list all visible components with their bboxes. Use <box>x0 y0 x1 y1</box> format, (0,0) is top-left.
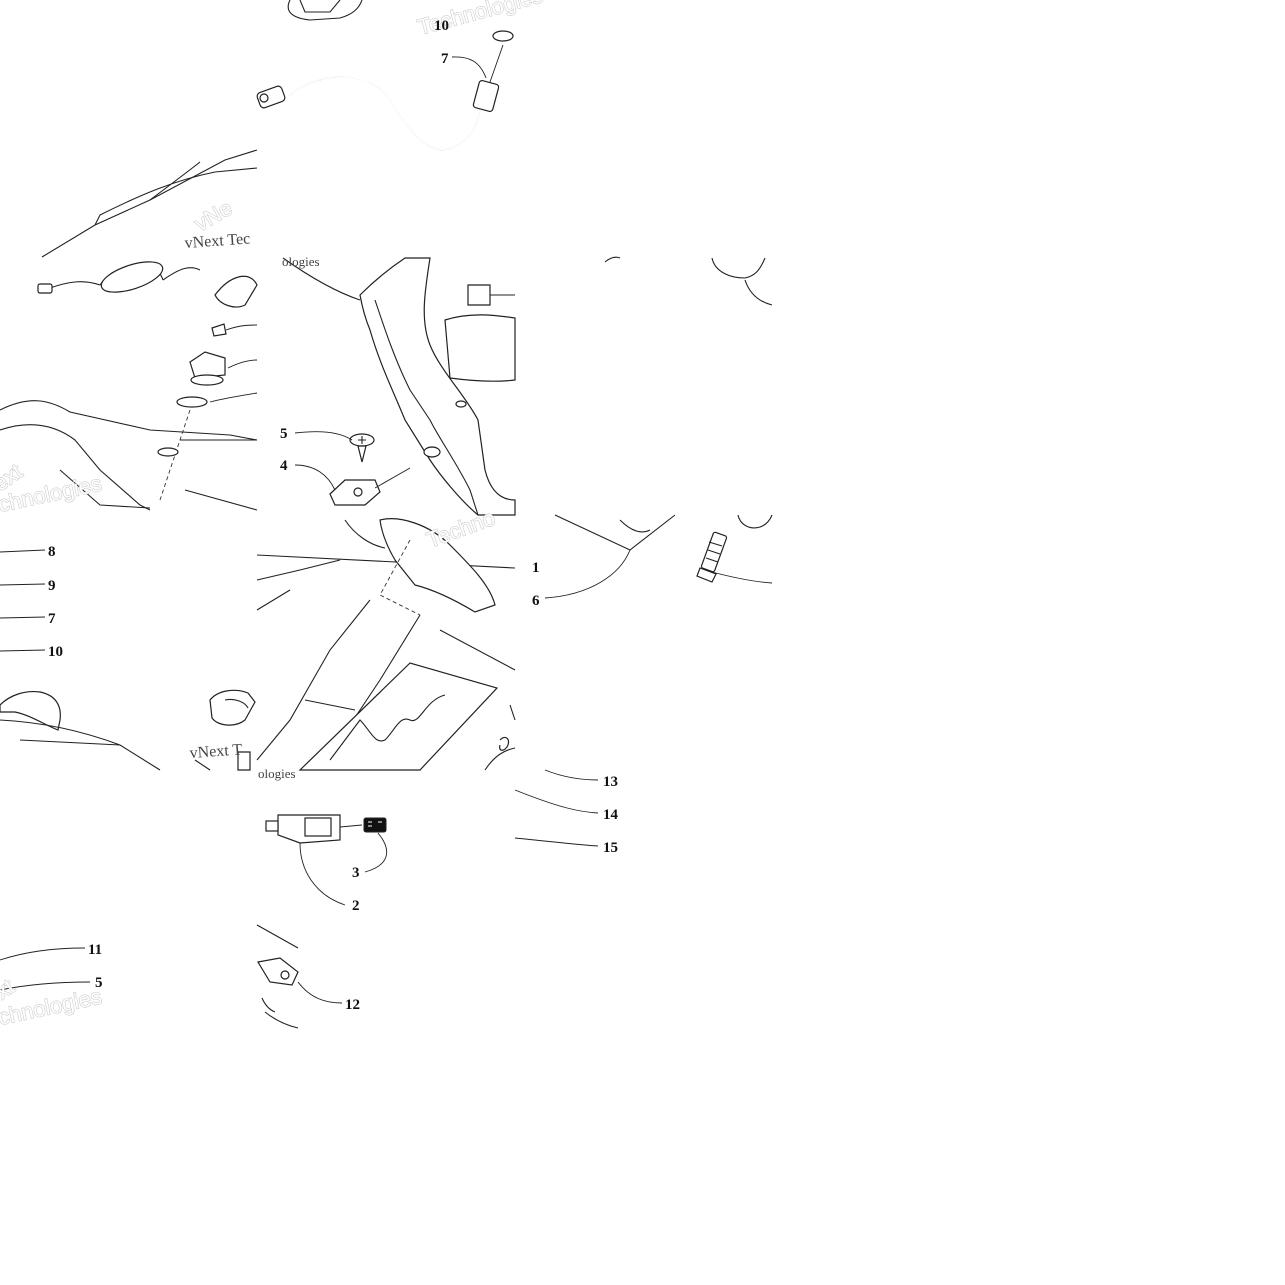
callout-7: 7 <box>48 611 56 627</box>
callout-10: 10 <box>48 644 63 660</box>
clip-4 <box>329 479 381 506</box>
callout-15: 15 <box>603 840 618 856</box>
coil-spring <box>37 261 201 294</box>
watermark: vNe <box>190 195 236 236</box>
tile-bottom <box>0 924 343 1029</box>
tile-right-bolt <box>544 514 773 599</box>
callout-12: 12 <box>345 997 360 1013</box>
callout-5: 5 <box>95 975 103 991</box>
callout-1: 1 <box>532 560 540 576</box>
tile-cable-assembly <box>256 0 514 151</box>
callout-5: 5 <box>280 426 288 442</box>
screw-5 <box>349 433 375 463</box>
callouts: 10 7 5 4 8 9 7 10 1 6 13 14 15 3 2 11 5 … <box>48 18 619 1013</box>
callout-8: 8 <box>48 544 56 560</box>
callout-4: 4 <box>280 458 288 474</box>
callout-7: 7 <box>441 51 449 67</box>
callout-2: 2 <box>352 898 360 914</box>
callout-9: 9 <box>48 578 56 594</box>
watermark: ologies <box>258 766 296 781</box>
callout-13: 13 <box>603 774 618 790</box>
callout-11: 11 <box>88 942 102 958</box>
tile-hood-lower <box>256 518 516 771</box>
callout-6: 6 <box>532 593 540 609</box>
watermark: ologies <box>282 254 320 269</box>
callout-14: 14 <box>603 807 619 823</box>
watermarks: Technologies vNext Tec vNe ologies ext c… <box>0 0 546 1030</box>
tile-switch <box>265 769 599 906</box>
watermark: vNext T <box>189 741 243 762</box>
tile-upper-right <box>604 256 773 306</box>
watermark: Techno <box>423 505 498 553</box>
watermark: vNext Tec <box>184 230 251 252</box>
tile-hood-console <box>282 257 516 516</box>
bolt-part <box>696 531 728 583</box>
callout-3: 3 <box>352 865 360 881</box>
tile-left-handles <box>0 549 256 771</box>
watermark: xt <box>0 974 19 1004</box>
callout-10: 10 <box>434 18 449 34</box>
tile-tether-hood <box>0 149 258 511</box>
